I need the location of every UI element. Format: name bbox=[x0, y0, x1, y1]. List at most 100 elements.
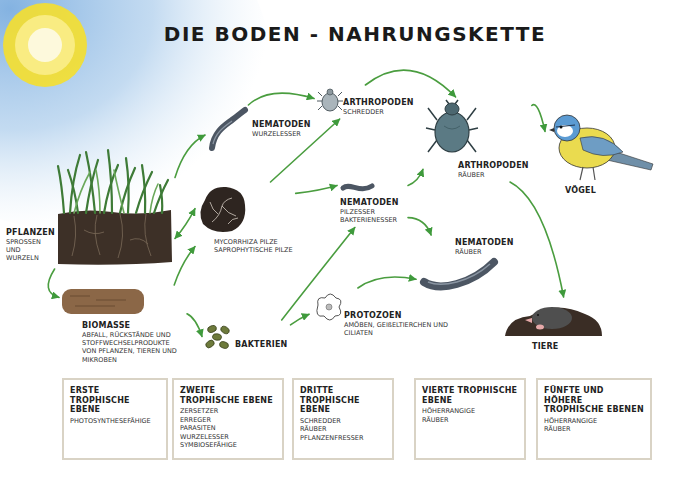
label-group: PROTOZOENAMÖBEN, GEIßELTIERCHEN UND CILI… bbox=[344, 311, 469, 337]
food-arrow bbox=[175, 209, 195, 239]
plant-part-part bbox=[142, 165, 145, 213]
bacteria-part bbox=[207, 324, 218, 333]
amoeba-part bbox=[326, 304, 332, 310]
organism-description: PILZESSER BAKTERIENESSER bbox=[340, 208, 405, 225]
plant-part-part bbox=[58, 166, 64, 213]
plant-part-part bbox=[126, 158, 129, 213]
bird-part bbox=[554, 115, 580, 141]
organism-name: MYCORRHIZA PILZE bbox=[214, 238, 278, 246]
predator-mite bbox=[426, 100, 478, 152]
bacteria-part bbox=[212, 333, 222, 341]
trophic-level-box: VIERTE TROPHISCHE EBENE HÖHERRANGIGE RÄUB… bbox=[414, 378, 526, 460]
organism-description: AMÖBEN, GEIßELTIERCHEN UND CILIATEN bbox=[344, 321, 469, 338]
plant-part-part bbox=[108, 150, 112, 213]
organism-group: TIERE bbox=[500, 297, 606, 355]
food-arrow bbox=[282, 228, 355, 321]
fungal-nematode bbox=[343, 186, 372, 189]
level-description: HÖHERRANGIGE RÄUBER bbox=[544, 417, 644, 434]
food-arrow bbox=[175, 135, 205, 178]
level-heading: DRITTE TROPHISCHE EBENE bbox=[300, 386, 386, 415]
organism-name: ARTHROPODEN bbox=[458, 161, 529, 171]
label-group: NEMATODENPILZESSER BAKTERIENESSER bbox=[340, 198, 405, 224]
mole-part bbox=[537, 314, 539, 316]
predatory-nematode-part bbox=[424, 262, 494, 286]
predator-mite-part bbox=[444, 126, 460, 129]
predatory-nematode bbox=[424, 262, 494, 286]
food-arrow bbox=[408, 218, 431, 235]
organism-group: BIOMASSEABFALL, RÜCKSTÄNDE UND STOFFWECH… bbox=[59, 285, 187, 367]
food-arrow bbox=[510, 182, 564, 297]
level-description: ZERSETZER ERREGER PARASITEN WURZELESSER … bbox=[180, 407, 276, 449]
organism-description: SCHREDDER bbox=[343, 108, 384, 116]
trophic-level-box: FÜNFTE UND HÖHERE TROPHISCHE EBENENHÖHER… bbox=[536, 378, 652, 460]
food-arrow bbox=[248, 93, 314, 105]
biomass-log bbox=[62, 289, 144, 314]
biomass-log-part bbox=[62, 289, 144, 314]
organism-group: PFLANZENSPROSSEN UND WURZELN bbox=[3, 147, 175, 269]
bacteria-part bbox=[204, 339, 215, 349]
plant-part bbox=[74, 170, 158, 213]
level-heading: ERSTE TROPHISCHE EBENE bbox=[70, 386, 160, 415]
root-nematode bbox=[212, 110, 245, 148]
organism-group: VÖGEL bbox=[545, 109, 656, 199]
organism-name: TIERE bbox=[532, 342, 559, 352]
plant bbox=[58, 150, 172, 265]
predator-mite-part bbox=[426, 100, 478, 152]
organism-name: ARTHROPODEN bbox=[343, 98, 414, 108]
label-group: NEMATODENWURZELESSER bbox=[252, 120, 322, 138]
bird-part bbox=[560, 126, 563, 129]
organism-group: NEMATODENRÄUBER bbox=[416, 235, 517, 294]
fungi-clod-part bbox=[210, 198, 238, 224]
sun bbox=[3, 3, 87, 87]
plant-part bbox=[58, 150, 168, 213]
plant-part-part bbox=[74, 172, 90, 213]
level-heading: VIERTE TROPHISCHE EBENE bbox=[422, 386, 518, 405]
predatory-nematode-part bbox=[428, 264, 490, 284]
trophic-level-box: ZWEITE TROPHISCHE EBENEZERSETZER ERREGER… bbox=[172, 378, 284, 460]
organism-name: NEMATODEN bbox=[455, 238, 514, 248]
biomass-log-part bbox=[70, 296, 126, 306]
trophic-level-box: DRITTE TROPHISCHE EBENESCHREDDER RÄUBER … bbox=[292, 378, 394, 460]
plant-part bbox=[72, 214, 151, 258]
bird bbox=[549, 115, 653, 180]
label-group: BIOMASSEABFALL, RÜCKSTÄNDE UND STOFFWECH… bbox=[82, 321, 184, 364]
food-arrow bbox=[187, 314, 202, 337]
organism-description: SAPROPHYTISCHE PILZE bbox=[214, 246, 293, 254]
plant-part-part bbox=[154, 180, 168, 213]
organism-name: NEMATODEN bbox=[340, 198, 399, 208]
organism-group: NEMATODENPILZESSER BAKTERIENESSER bbox=[337, 178, 408, 227]
trophic-level-box: ERSTE TROPHISCHE EBENE PHOTOSYNTHESEFÄHIG… bbox=[62, 378, 168, 460]
organism-group: MYCORRHIZA PILZESAPROPHYTISCHE PILZE bbox=[195, 182, 296, 258]
organism-name: NEMATODEN bbox=[252, 120, 311, 130]
bird-part bbox=[580, 137, 623, 156]
sun-part bbox=[15, 15, 75, 75]
food-arrow bbox=[296, 185, 337, 193]
label-group: TIERE bbox=[532, 342, 582, 352]
label-group: PFLANZENSPROSSEN UND WURZELN bbox=[6, 228, 52, 263]
fungal-nematode-part bbox=[343, 186, 372, 189]
bird-part bbox=[580, 167, 595, 180]
level-description: PHOTOSYNTHESEFÄHIGE bbox=[70, 417, 151, 425]
plant-part-part bbox=[96, 170, 100, 213]
food-arrow bbox=[532, 105, 545, 132]
label-group: ARTHROPODENSCHREDDER bbox=[343, 98, 418, 116]
fungi-clod-part bbox=[200, 187, 245, 232]
organism-description: WURZELESSER bbox=[252, 130, 301, 138]
mole-part bbox=[525, 318, 532, 323]
food-arrow bbox=[408, 169, 423, 185]
label-group: ARTHROPODENRÄUBER bbox=[458, 161, 533, 179]
shredder-mite-part bbox=[327, 89, 333, 95]
mole-part bbox=[532, 307, 572, 329]
organism-name: BIOMASSE bbox=[82, 321, 130, 331]
organism-group: NEMATODENWURZELESSER bbox=[205, 105, 314, 155]
food-arrow bbox=[358, 277, 416, 288]
bacteria-part bbox=[220, 325, 231, 335]
organism-description: SPROSSEN UND WURZELN bbox=[6, 238, 52, 263]
organism-name: BAKTERIEN bbox=[235, 340, 288, 350]
organism-description: ABFALL, RÜCKSTÄNDE UND STOFFWECHSELPRODU… bbox=[82, 331, 184, 365]
bird-part bbox=[549, 128, 554, 132]
level-description: HÖHERRANGIGE RÄUBER bbox=[422, 407, 518, 424]
plant-part bbox=[58, 210, 172, 265]
bacteria bbox=[204, 324, 230, 349]
plant-part-part bbox=[86, 152, 95, 213]
